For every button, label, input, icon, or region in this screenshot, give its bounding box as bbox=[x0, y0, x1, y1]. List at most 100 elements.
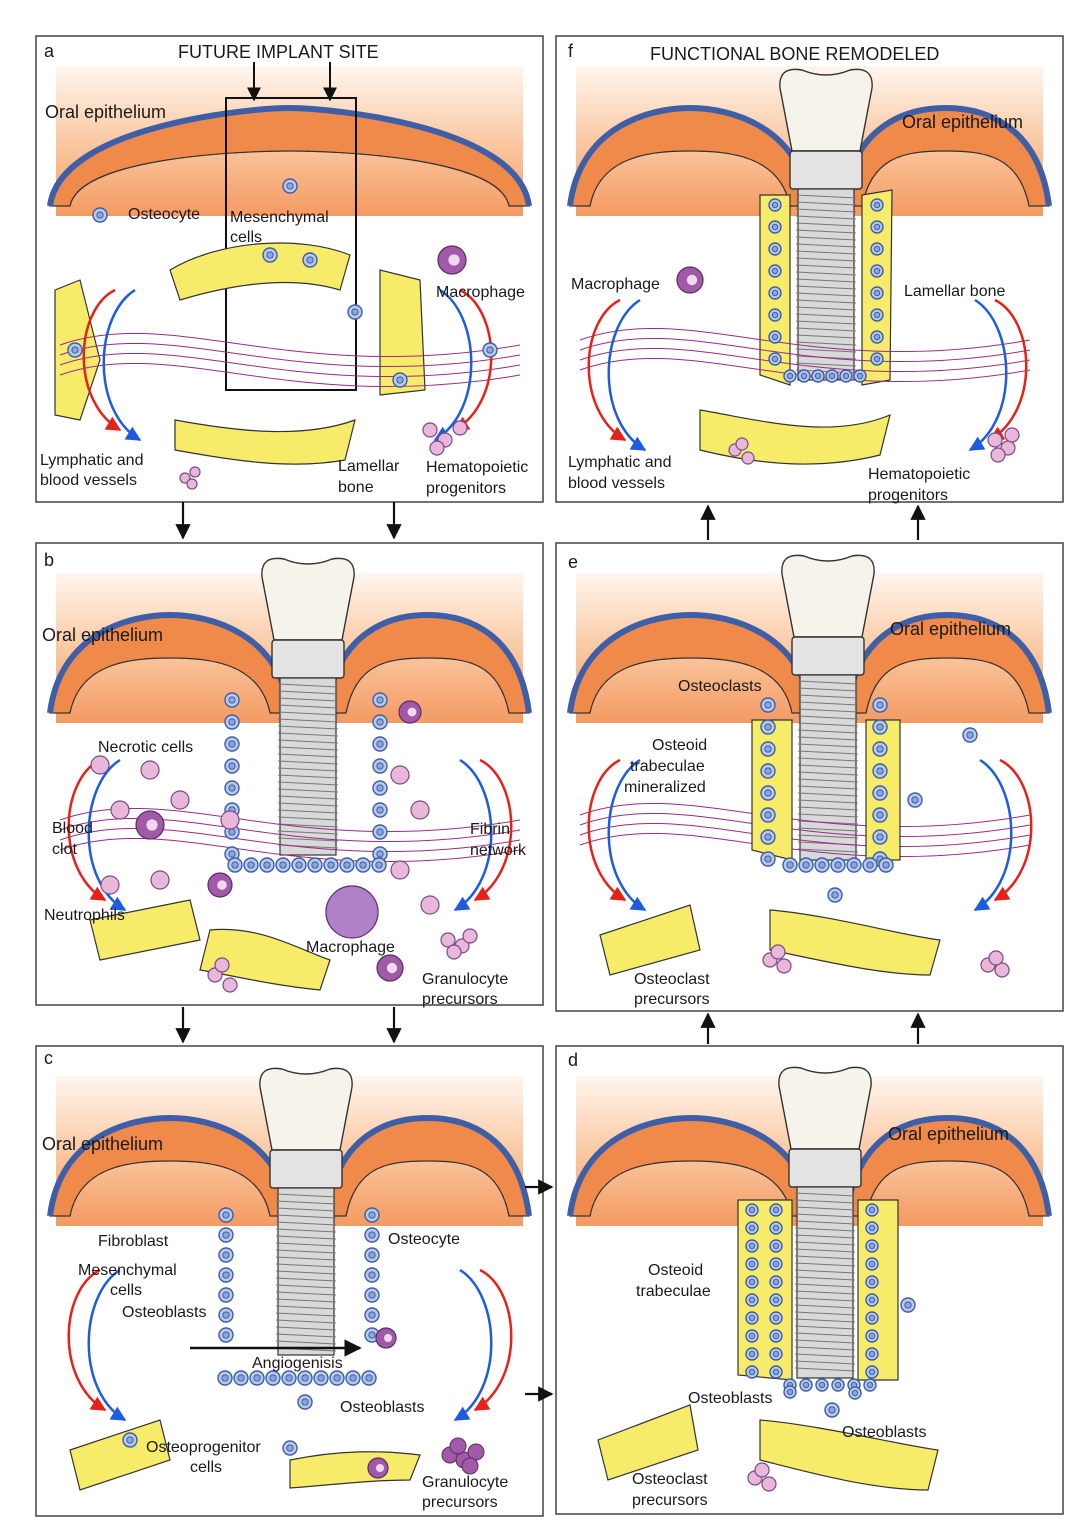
macrophage-nucleus bbox=[217, 880, 227, 890]
cell-nucleus bbox=[869, 1369, 874, 1374]
panel-d-osteoclast: Osteoclast bbox=[632, 1471, 708, 1488]
neutrophil-cell bbox=[771, 945, 785, 959]
cell-nucleus bbox=[352, 309, 358, 315]
cell-nucleus bbox=[843, 373, 848, 378]
panel-a-hemato-1: Hematopoietic bbox=[426, 459, 528, 476]
implant-fixture bbox=[795, 1187, 855, 1378]
cell-nucleus bbox=[815, 373, 820, 378]
macrophage-nucleus bbox=[408, 708, 417, 717]
cell-nucleus bbox=[772, 312, 777, 317]
cell-nucleus bbox=[773, 1315, 778, 1320]
cell-nucleus bbox=[377, 829, 383, 835]
cell-nucleus bbox=[287, 183, 293, 189]
implant-crown bbox=[782, 555, 874, 637]
cell-nucleus bbox=[287, 1445, 293, 1451]
panel-b-granulocyte: Granulocyte bbox=[422, 971, 508, 988]
cell-nucleus bbox=[377, 741, 383, 747]
cell-nucleus bbox=[773, 1207, 778, 1212]
neutrophil-cell bbox=[989, 951, 1003, 965]
panel-a-lamellar-1: Lamellar bbox=[338, 458, 400, 475]
cell-nucleus bbox=[877, 746, 883, 752]
cell-nucleus bbox=[765, 790, 771, 796]
cell-nucleus bbox=[749, 1243, 754, 1248]
implant-crown bbox=[779, 1067, 871, 1149]
cell-nucleus bbox=[773, 1279, 778, 1284]
panel-e bbox=[556, 543, 1063, 1011]
cell-nucleus bbox=[773, 1297, 778, 1302]
neutrophil-cell bbox=[221, 811, 239, 829]
cell-nucleus bbox=[487, 347, 493, 353]
cell-nucleus bbox=[773, 1225, 778, 1230]
cell-nucleus bbox=[874, 312, 879, 317]
cell-nucleus bbox=[835, 862, 841, 868]
implant-fixture bbox=[276, 1188, 336, 1355]
panel-e-osteoclast: Osteoclast bbox=[634, 971, 710, 988]
panel-d-oral-epithelium: Oral epithelium bbox=[888, 1124, 1009, 1144]
macrophage-nucleus bbox=[448, 254, 459, 265]
neutrophil-cell bbox=[423, 423, 437, 437]
macrophage-nucleus bbox=[146, 819, 157, 830]
cell-nucleus bbox=[877, 812, 883, 818]
panel-c-osteoblasts-bottom: Osteoblasts bbox=[340, 1399, 424, 1416]
cell-nucleus bbox=[819, 862, 825, 868]
panel-d-trabeculae: trabeculae bbox=[636, 1283, 711, 1300]
cell-nucleus bbox=[867, 1382, 872, 1387]
cell-nucleus bbox=[248, 862, 254, 868]
panel-c-letter: c bbox=[44, 1048, 53, 1068]
cell-nucleus bbox=[222, 1375, 228, 1381]
neutrophil-cell bbox=[190, 467, 200, 477]
neutrophil-cell bbox=[421, 896, 439, 914]
cell-nucleus bbox=[229, 741, 235, 747]
panel-c-osteoprogenitor: Osteoprogenitor bbox=[146, 1439, 261, 1456]
cell-nucleus bbox=[803, 862, 809, 868]
neutrophil-cell bbox=[111, 801, 129, 819]
panel-e-mineralized: mineralized bbox=[624, 779, 706, 796]
cell-nucleus bbox=[874, 356, 879, 361]
cell-nucleus bbox=[852, 1390, 857, 1395]
cell-nucleus bbox=[369, 1312, 375, 1318]
cell-nucleus bbox=[869, 1261, 874, 1266]
cell-nucleus bbox=[749, 1369, 754, 1374]
panel-e-osteoclasts: Osteoclasts bbox=[678, 678, 762, 695]
cell-nucleus bbox=[267, 252, 273, 258]
cell-nucleus bbox=[869, 1297, 874, 1302]
cell-nucleus bbox=[749, 1333, 754, 1338]
cell-nucleus bbox=[857, 373, 862, 378]
cell-nucleus bbox=[223, 1252, 229, 1258]
panel-e-trabeculae: trabeculae bbox=[630, 758, 705, 775]
cell-nucleus bbox=[773, 1243, 778, 1248]
panel-c-osteoblasts-top: Osteoblasts bbox=[122, 1304, 206, 1321]
cell-nucleus bbox=[773, 1351, 778, 1356]
cell-nucleus bbox=[765, 724, 771, 730]
panel-b-neutrophils: Neutrophils bbox=[44, 907, 125, 924]
cell-nucleus bbox=[749, 1279, 754, 1284]
cell-nucleus bbox=[369, 1292, 375, 1298]
panel-d-letter: d bbox=[568, 1050, 578, 1070]
cell-nucleus bbox=[369, 1252, 375, 1258]
cell-nucleus bbox=[302, 1375, 308, 1381]
cell-nucleus bbox=[912, 797, 918, 803]
cell-nucleus bbox=[229, 785, 235, 791]
panel-c-oral-epithelium: Oral epithelium bbox=[42, 1134, 163, 1154]
cell-nucleus bbox=[869, 1315, 874, 1320]
cell-nucleus bbox=[874, 224, 879, 229]
panel-b-fibrin: Fibrin bbox=[470, 821, 510, 838]
cell-nucleus bbox=[749, 1261, 754, 1266]
cell-nucleus bbox=[773, 1369, 778, 1374]
cell-nucleus bbox=[765, 812, 771, 818]
neutrophil-cell bbox=[223, 978, 237, 992]
cell-nucleus bbox=[377, 851, 383, 857]
panel-b-precursors: precursors bbox=[422, 991, 498, 1008]
implant-fixture bbox=[796, 189, 856, 380]
neutrophil-cell bbox=[755, 1463, 769, 1477]
panel-c bbox=[36, 1046, 543, 1516]
panel-b-macrophage: Macrophage bbox=[306, 939, 395, 956]
cell-nucleus bbox=[772, 334, 777, 339]
cell-nucleus bbox=[874, 290, 879, 295]
cell-nucleus bbox=[787, 862, 793, 868]
cell-nucleus bbox=[869, 1333, 874, 1338]
implant-abutment bbox=[270, 1150, 342, 1188]
cell-nucleus bbox=[772, 268, 777, 273]
cell-nucleus bbox=[369, 1232, 375, 1238]
neutrophil-cell bbox=[988, 433, 1002, 447]
